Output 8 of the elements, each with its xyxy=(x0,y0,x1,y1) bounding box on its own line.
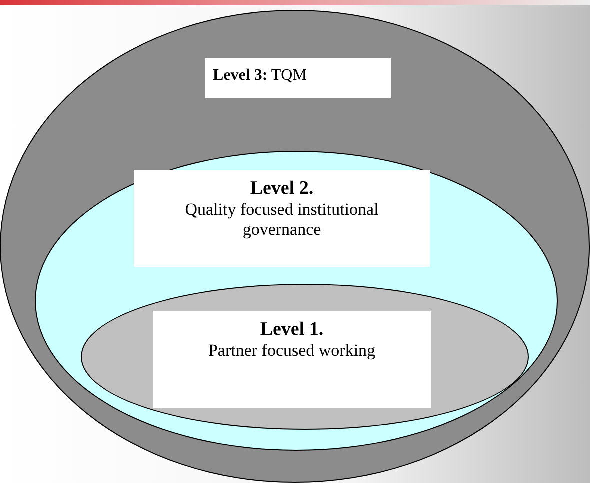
level-heading: Level 1. xyxy=(260,319,324,341)
outer-ellipse xyxy=(0,10,590,483)
level-description: Quality focused institutional governance xyxy=(184,200,380,240)
level-description: Partner focused working xyxy=(207,341,377,361)
level-heading: Level 2. xyxy=(250,178,314,200)
level-card xyxy=(134,170,430,267)
level-card xyxy=(153,311,431,408)
level-label: Level 3: TQM xyxy=(205,58,391,98)
